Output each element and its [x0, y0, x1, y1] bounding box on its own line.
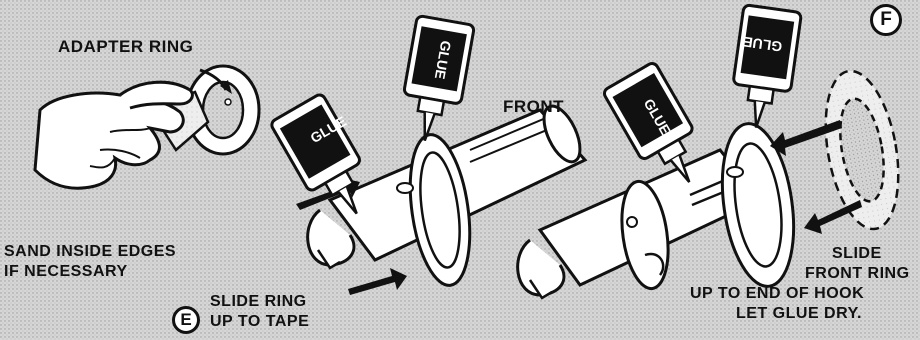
right-assembly-illustration: GLUE GLUE: [516, 3, 900, 300]
glue-bottle-right-left: [602, 62, 694, 183]
glue-bottle-right-top: [732, 3, 803, 128]
slide-front-line2: FRONT RING: [805, 265, 910, 282]
middle-assembly-illustration: GLUE GLUE: [270, 14, 588, 295]
glue-label-right-top: GLUE: [742, 34, 783, 55]
slide-front-line3: UP TO END OF HOOK: [690, 285, 865, 302]
glue-bottle-left: [270, 93, 361, 215]
flange-ring-shape: [408, 133, 472, 287]
slide-front-line1: SLIDE: [832, 245, 882, 262]
step-e-badge: E: [172, 306, 200, 334]
slide-front-line4: LET GLUE DRY.: [736, 305, 862, 322]
step-f-badge: F: [870, 4, 902, 36]
glue-label-top: GLUE: [432, 39, 455, 80]
sand-instruction-line2: IF NECESSARY: [4, 263, 128, 280]
glue-bottle-top: [402, 14, 476, 142]
flange-front-shape: [720, 122, 796, 288]
front-label: FRONT: [503, 97, 565, 116]
adapter-ring-label: ADAPTER RING: [58, 37, 194, 56]
slide-ring-line1: SLIDE RING: [210, 293, 307, 310]
sand-instruction-line1: SAND INSIDE EDGES: [4, 243, 177, 260]
slide-ring-line2: UP TO TAPE: [210, 313, 310, 330]
hand-sanding-illustration: [33, 64, 261, 190]
